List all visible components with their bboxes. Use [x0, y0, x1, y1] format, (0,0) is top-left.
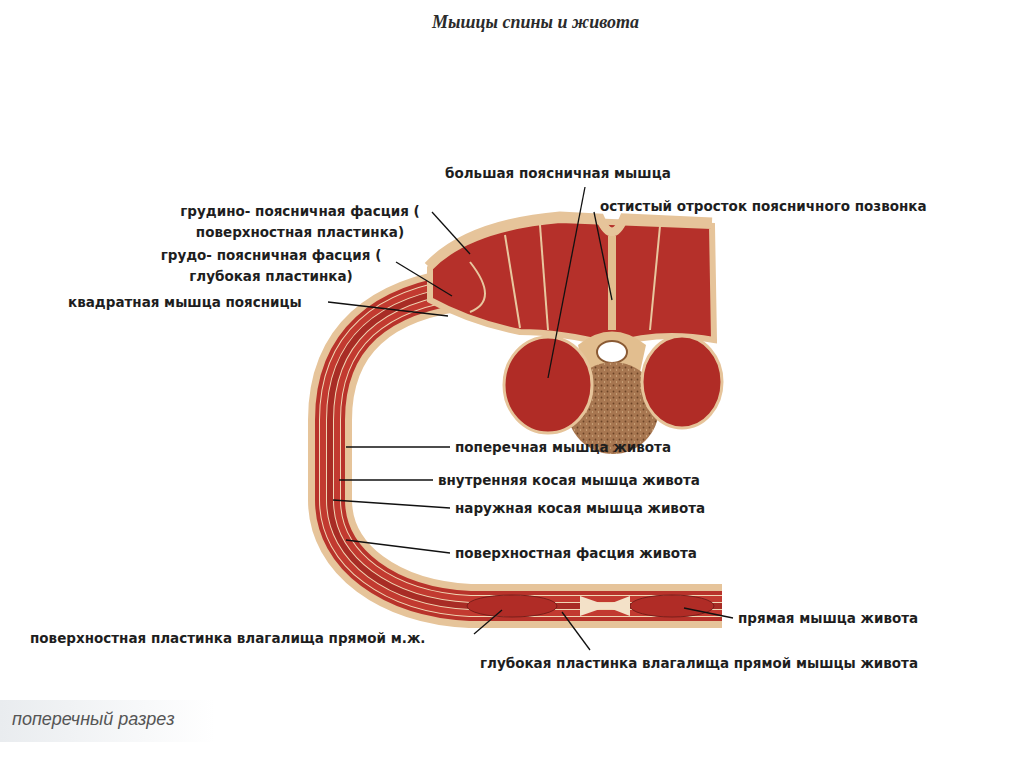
- part-label: грудино- поясничная фасция ( поверхностн…: [172, 201, 428, 243]
- part-label: наружная косая мышца живота: [455, 498, 705, 519]
- diagram-title: Мышцы спины и живота: [432, 12, 639, 33]
- part-label: поверхностная пластинка влагалища прямой…: [30, 628, 425, 649]
- caption-ground: [0, 700, 215, 742]
- part-label: остистый отросток поясничного позвонка: [600, 196, 927, 217]
- part-label: квадратная мышца поясницы: [68, 292, 302, 313]
- part-label: поперечная мышца живота: [455, 437, 671, 458]
- psoas-muscle: [642, 336, 722, 428]
- part-label: большая поясничная мышца: [445, 163, 671, 184]
- leader-lines: [328, 187, 733, 650]
- lumbar-vertebra: [567, 236, 659, 454]
- psoas-muscle: [504, 337, 592, 433]
- back-muscles: [428, 216, 714, 345]
- part-label: внутренняя косая мышца живота: [438, 470, 700, 491]
- part-label: поверхностная фасция живота: [455, 543, 697, 564]
- part-label: прямая мышца живота: [738, 608, 918, 629]
- part-label: грудо- поясничная фасция ( глубокая плас…: [150, 245, 392, 287]
- part-label: глубокая пластинка влагалища прямой мышц…: [480, 653, 918, 674]
- section-caption: поперечный разрез: [12, 709, 175, 730]
